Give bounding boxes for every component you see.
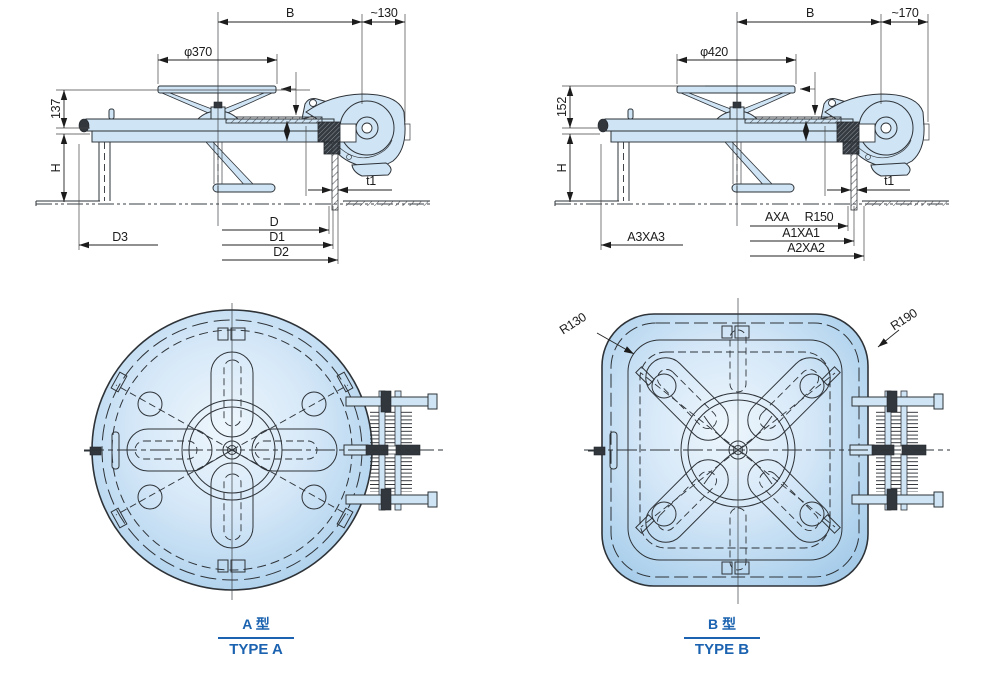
caption-type-a-en: TYPE A	[229, 641, 283, 658]
type-b-plan-view: R130 R190	[557, 298, 950, 604]
dim-a3xa3: A3XA3	[627, 230, 665, 244]
edge-cleats	[84, 327, 246, 573]
dim-r190: R190	[888, 306, 920, 334]
caption-type-b-en: TYPE B	[694, 641, 750, 658]
dim-d1: D1	[269, 230, 285, 244]
edge-cleats	[588, 325, 750, 575]
dim-r130: R130	[557, 310, 589, 338]
dim-a2xa2: A2XA2	[787, 241, 825, 255]
dim-a1xa1: A1XA1	[782, 226, 820, 240]
caption-type-b: B 型 TYPE B	[684, 614, 760, 658]
dim-d3: D3	[112, 230, 128, 244]
dim-b: B	[286, 6, 294, 20]
caption-type-a: A 型 TYPE A	[218, 614, 294, 658]
dim-137: 137	[49, 99, 63, 119]
dim-t1: t1	[884, 174, 894, 188]
dim-end-offset: ~130	[371, 6, 398, 20]
caption-type-b-zh: B 型	[684, 614, 760, 639]
dim-t1: t1	[366, 174, 376, 188]
type-b-side-dimensions: B ~170 φ420 152 H t1 AXA R150 A1XA1	[555, 6, 929, 261]
dim-h: H	[555, 163, 569, 172]
dim-axa: AXA	[765, 210, 790, 224]
type-a-side-drawing	[36, 72, 430, 210]
dim-d: D	[270, 215, 279, 229]
dim-end-offset: ~170	[892, 6, 919, 20]
type-a-plan-view	[84, 303, 444, 600]
type-a-side-dimensions: B ~130 φ370 137 H t1 D D1	[49, 6, 406, 264]
dim-r150: R150	[805, 210, 834, 224]
caption-type-a-zh: A 型	[218, 614, 294, 639]
dog-levers	[635, 366, 841, 534]
dim-h: H	[49, 163, 63, 172]
type-a-side-view: B ~130 φ370 137 H t1 D D1	[36, 6, 430, 264]
dim-wheel-dia: φ420	[700, 45, 728, 59]
dim-152: 152	[555, 97, 569, 117]
dim-b: B	[806, 6, 814, 20]
dim-d2: D2	[273, 245, 289, 259]
type-b-side-view: B ~170 φ420 152 H t1 AXA R150 A1XA1	[555, 6, 949, 261]
type-b-side-drawing	[555, 72, 949, 210]
dim-wheel-dia: φ370	[184, 45, 212, 59]
